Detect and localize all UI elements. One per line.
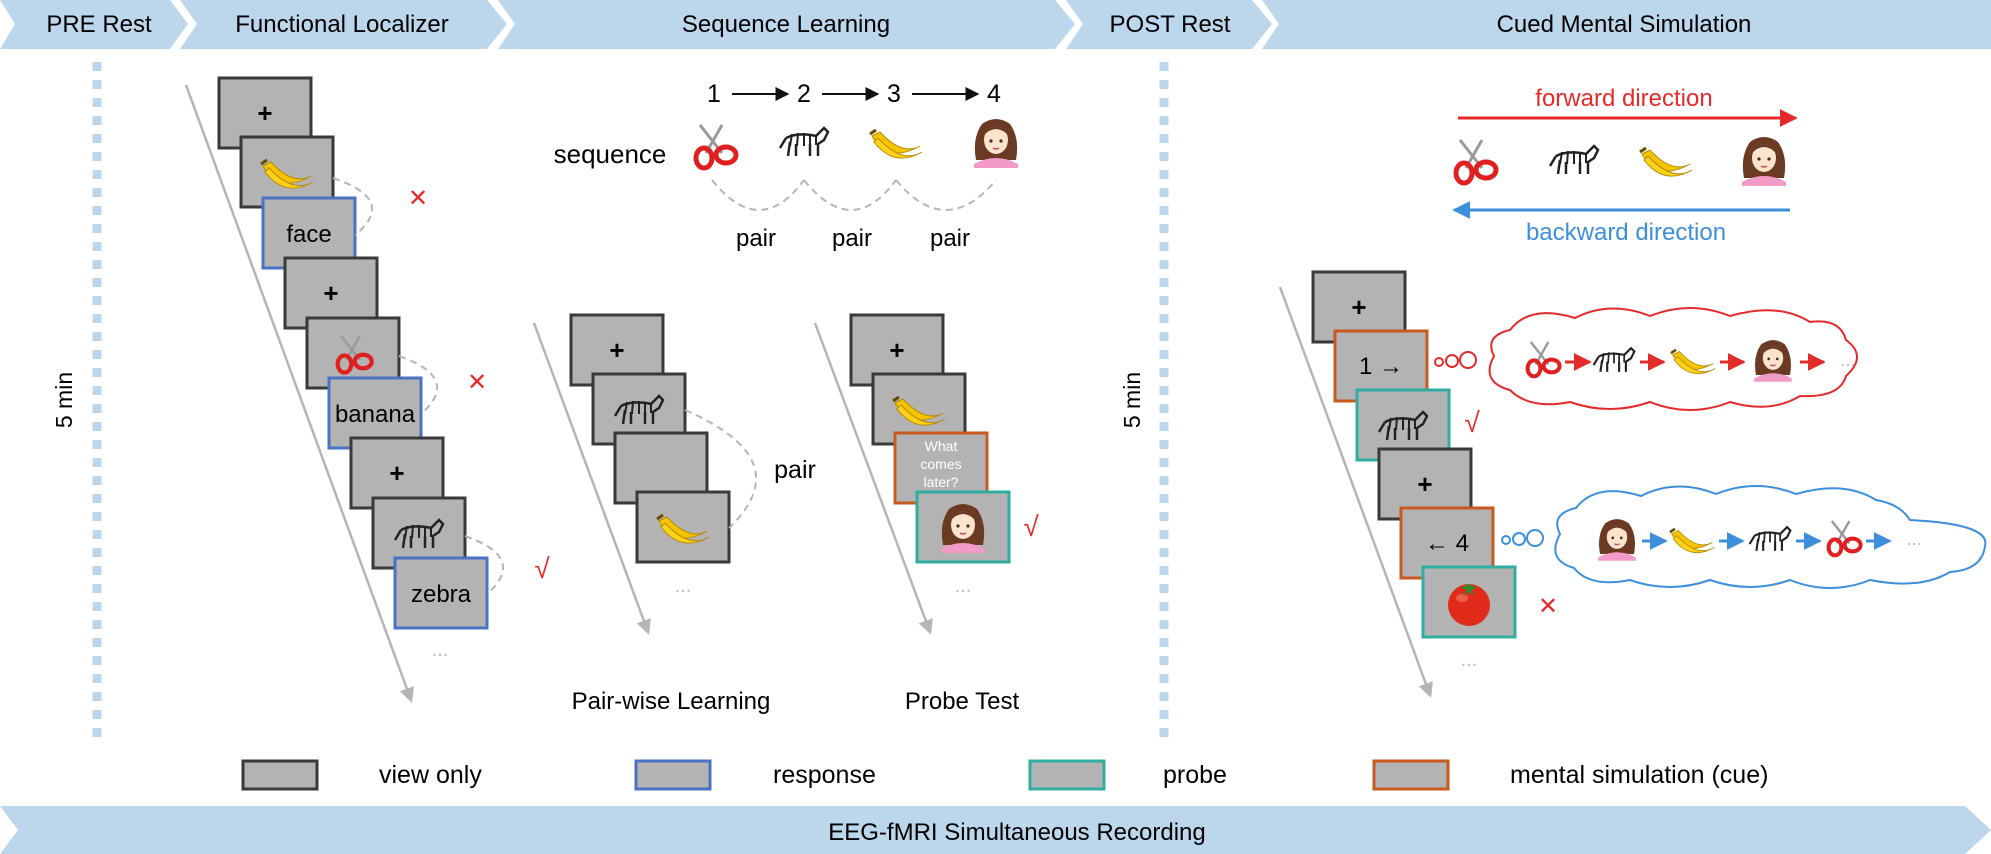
pairwise-title: Pair-wise Learning [572, 688, 771, 715]
localizer-ellipsis: ... [432, 639, 449, 661]
legend-swatch-view-only [241, 759, 319, 791]
localizer-time-arrow [184, 84, 414, 703]
phase-banner-row: PRE Rest Functional Localizer Sequence L… [0, 0, 1991, 49]
post-rest-duration: 5 min [1119, 372, 1145, 428]
legend-swatch-cue [1372, 759, 1450, 791]
fixation-cross: + [323, 278, 338, 308]
pairwise-ellipsis: ... [675, 575, 692, 597]
simulation-ellipsis: ... [1461, 649, 1478, 671]
localizer-response-card-face [261, 196, 357, 270]
localizer-match-arc-1 [332, 177, 373, 236]
localizer-match-arc-2 [398, 355, 439, 415]
localizer-match-arc-3 [464, 535, 505, 595]
correct-mark: √ [1464, 407, 1480, 438]
sequence-step-4: 4 [987, 80, 1001, 108]
backward-bubble-ellipsis: ... [1906, 529, 1921, 549]
forward-bubble-ellipsis: ... [1840, 350, 1855, 370]
sequence-pair-label: pair [736, 225, 776, 252]
localizer-card-fixation-2 [283, 256, 379, 330]
cued-simulation-panel: forward direction backward direction + 1… [1278, 85, 1987, 698]
legend-label-probe: probe [1163, 761, 1227, 789]
fixation-cross: + [257, 98, 272, 128]
legend-label-cue: mental simulation (cue) [1510, 761, 1768, 789]
localizer-card-fixation-3 [349, 436, 445, 510]
footer-label: EEG-fMRI Simultaneous Recording [828, 819, 1205, 846]
sequence-label: sequence [554, 139, 667, 169]
phase-label-post-rest: POST Rest [1110, 11, 1231, 38]
localizer-response-card-banana [327, 376, 423, 450]
fixation-cross: + [889, 335, 904, 365]
simulation-time-arrow [1278, 286, 1433, 698]
face-icon [973, 118, 1019, 169]
pairwise-pair-arc [684, 409, 757, 529]
pre-rest-duration: 5 min [51, 372, 77, 428]
legend-swatch-response [634, 759, 712, 791]
pairwise-card-banana [635, 490, 731, 564]
sequence-panel: sequence 1 2 3 4 pair pair pair + pair .… [532, 80, 1039, 715]
probe-ellipsis: ... [955, 575, 972, 597]
simulation-cue-forward: 1 → [1359, 353, 1403, 380]
localizer-word-banana: banana [335, 401, 416, 428]
probe-question-line: later? [923, 474, 958, 490]
localizer-panel: + face ✕ + banana ✕ + zebra √ ... [184, 76, 550, 703]
phase-label-functional-localizer: Functional Localizer [235, 11, 448, 38]
phase-label-pre-rest: PRE Rest [46, 11, 152, 38]
backward-direction-label: backward direction [1526, 219, 1726, 246]
scissors-icon [696, 125, 736, 168]
sequence-step-2: 2 [797, 80, 811, 108]
footer-banner: EEG-fMRI Simultaneous Recording [0, 806, 1991, 854]
phase-label-cued-mental-simulation: Cued Mental Simulation [1497, 11, 1752, 38]
fixation-cross: + [1417, 469, 1432, 499]
zebra-icon [778, 126, 830, 158]
probe-time-arrow [813, 322, 933, 635]
wrong-mark: ✕ [1538, 593, 1558, 620]
sequence-pair-label: pair [832, 225, 872, 252]
backward-thought-bubble: ... [1501, 485, 1987, 589]
probe-question-line: What [925, 438, 958, 454]
wrong-mark: ✕ [467, 369, 487, 396]
correct-mark: √ [1023, 511, 1039, 542]
pairwise-pair-label: pair [774, 456, 816, 484]
localizer-response-card-zebra [393, 556, 489, 630]
sequence-step-3: 3 [887, 80, 901, 108]
phase-label-sequence-learning: Sequence Learning [682, 11, 890, 38]
fixation-cross: + [389, 458, 404, 488]
wrong-mark: ✕ [408, 185, 428, 212]
fixation-cross: + [609, 335, 624, 365]
forward-direction-label: forward direction [1535, 85, 1712, 112]
tomato-icon [1448, 584, 1490, 626]
banana-icon [1638, 146, 1694, 178]
sequence-pair-label: pair [930, 225, 970, 252]
scissors-icon [1456, 140, 1496, 183]
legend-label-view-only: view only [379, 761, 482, 789]
sequence-step-1: 1 [707, 80, 721, 108]
localizer-card-banana [239, 135, 335, 209]
fixation-cross: + [1351, 292, 1366, 322]
localizer-word-zebra: zebra [411, 581, 472, 608]
localizer-word-face: face [286, 221, 331, 248]
face-icon [1741, 136, 1787, 187]
sequence-pair-arc-3 [895, 179, 997, 211]
legend-swatch-probe [1028, 759, 1106, 791]
probe-title: Probe Test [905, 688, 1020, 715]
legend: view only response probe mental simulati… [241, 759, 1768, 791]
banana-icon [868, 128, 924, 160]
simulation-cue-backward: ← 4 [1425, 530, 1469, 557]
probe-question-line: comes [920, 456, 961, 472]
zebra-icon [1548, 144, 1600, 176]
pairwise-time-arrow [532, 322, 651, 635]
legend-label-response: response [773, 761, 876, 789]
forward-thought-bubble: ... [1434, 307, 1858, 411]
correct-mark: √ [534, 553, 550, 584]
sequence-pair-arc-2 [803, 179, 897, 211]
sequence-pair-arc-1 [711, 179, 805, 211]
